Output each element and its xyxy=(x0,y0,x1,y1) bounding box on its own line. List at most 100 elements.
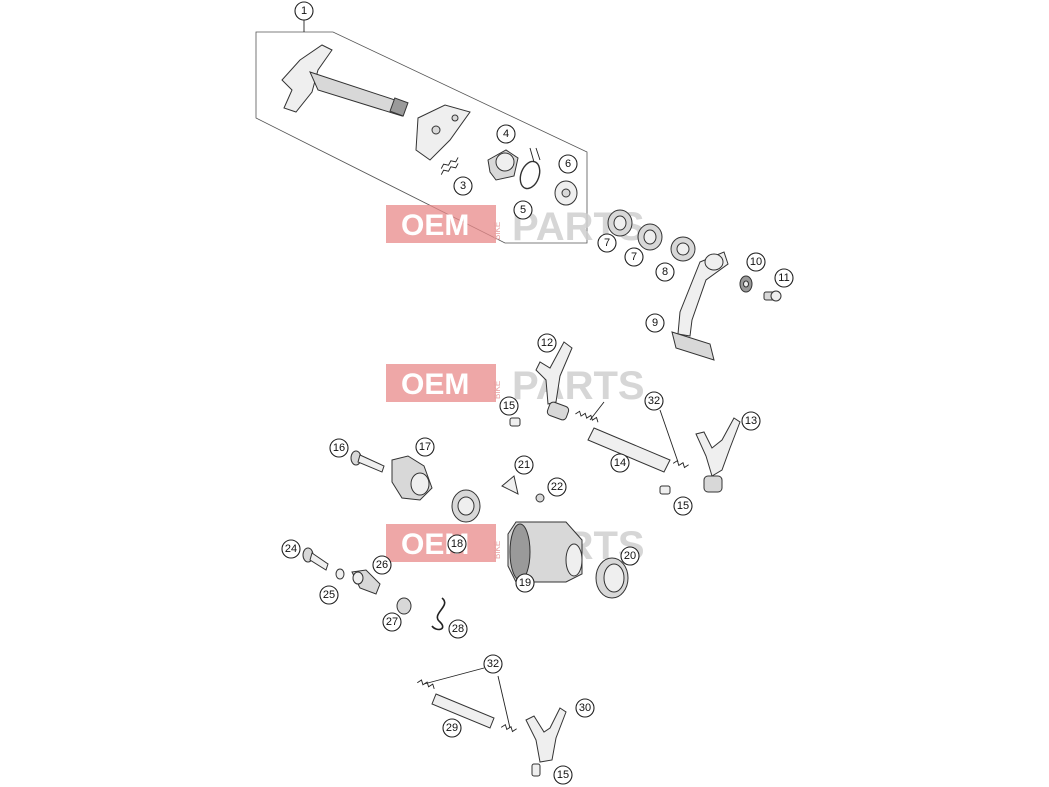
svg-text:25: 25 xyxy=(323,589,335,601)
callout-3: 3 xyxy=(453,176,473,196)
callouts: 1 3 4 5 6 7 7 8 9 10 11 12 13 14 15 15 1… xyxy=(281,1,794,785)
part-shift-star-17 xyxy=(391,455,433,501)
svg-text:11: 11 xyxy=(778,272,789,284)
svg-text:22: 22 xyxy=(551,481,563,493)
callout-13: 13 xyxy=(741,411,761,431)
part-shift-fork-13 xyxy=(695,417,741,493)
svg-text:10: 10 xyxy=(750,256,762,268)
callout-17: 17 xyxy=(415,437,435,457)
part-washer-25 xyxy=(335,568,345,580)
part-rail-14 xyxy=(587,427,671,473)
part-bushing-7a xyxy=(607,209,633,237)
callout-21: 21 xyxy=(514,455,534,475)
callout-16: 16 xyxy=(329,438,349,458)
part-shift-fork-12 xyxy=(535,341,573,421)
callout-4: 4 xyxy=(496,124,516,144)
watermark-bike-text: BIKE xyxy=(493,541,502,559)
part-pin-15a xyxy=(509,417,521,427)
callout-7a: 7 xyxy=(597,233,617,253)
part-roller-27 xyxy=(396,597,412,615)
callout-1: 1 xyxy=(294,1,314,21)
callout-8: 8 xyxy=(655,262,675,282)
callout-11: 11 xyxy=(774,268,794,288)
callout-26: 26 xyxy=(372,555,392,575)
svg-text:27: 27 xyxy=(386,616,398,628)
part-washer-6 xyxy=(554,180,578,206)
svg-text:28: 28 xyxy=(452,623,464,635)
part-bearing-20 xyxy=(595,557,629,599)
callout-19: 19 xyxy=(515,573,535,593)
svg-text:7: 7 xyxy=(604,237,610,249)
svg-text:7: 7 xyxy=(631,251,637,263)
svg-text:24: 24 xyxy=(285,543,297,555)
svg-text:18: 18 xyxy=(451,538,463,550)
part-spring-32a xyxy=(575,410,599,423)
svg-text:16: 16 xyxy=(333,442,345,454)
callout-32a: 32 xyxy=(644,391,664,411)
part-shift-shaft xyxy=(281,44,471,161)
callout-18: 18 xyxy=(447,534,467,554)
leader-lines xyxy=(423,401,679,729)
svg-text:9: 9 xyxy=(652,317,658,329)
svg-text:12: 12 xyxy=(541,337,553,349)
callout-5: 5 xyxy=(513,200,533,220)
watermark-middle: OEM BIKE PARTS xyxy=(386,364,645,408)
watermark-bike-text: BIKE xyxy=(493,222,502,240)
callout-29: 29 xyxy=(442,718,462,738)
callout-27: 27 xyxy=(382,612,402,632)
part-spring-28 xyxy=(431,597,446,631)
part-spring-32c xyxy=(417,679,435,689)
part-pin-15c xyxy=(531,763,541,777)
callout-12: 12 xyxy=(537,333,557,353)
watermark-oem-text: OEM xyxy=(401,368,469,401)
svg-text:29: 29 xyxy=(446,722,458,734)
part-pin-15b xyxy=(659,485,671,495)
svg-text:8: 8 xyxy=(662,266,668,278)
part-bushing-7b xyxy=(637,223,663,251)
svg-text:19: 19 xyxy=(519,577,531,589)
part-bolt-11 xyxy=(763,290,782,302)
callout-15a: 15 xyxy=(499,396,519,416)
callout-28: 28 xyxy=(448,619,468,639)
callout-22: 22 xyxy=(547,477,567,497)
callout-25: 25 xyxy=(319,585,339,605)
svg-text:14: 14 xyxy=(614,457,626,469)
part-shift-drum-19 xyxy=(507,521,583,583)
watermark-bike-text: BIKE xyxy=(493,381,502,399)
callout-6: 6 xyxy=(558,154,578,174)
callout-15c: 15 xyxy=(553,765,573,785)
part-plate-21 xyxy=(501,475,519,495)
part-bearing-18 xyxy=(451,489,481,523)
part-spring-32b xyxy=(672,459,689,469)
part-rail-29 xyxy=(431,693,495,729)
svg-text:3: 3 xyxy=(460,180,466,192)
part-lever-4 xyxy=(487,149,519,181)
svg-text:32: 32 xyxy=(648,395,660,407)
part-washer-10 xyxy=(739,275,753,293)
callout-9: 9 xyxy=(645,313,665,333)
part-spring-32d xyxy=(500,723,517,733)
part-lever-26 xyxy=(351,569,381,595)
callout-30: 30 xyxy=(575,698,595,718)
svg-text:21: 21 xyxy=(518,459,530,471)
svg-text:32: 32 xyxy=(487,658,499,670)
callout-32b: 32 xyxy=(483,654,503,674)
svg-text:20: 20 xyxy=(624,550,636,562)
callout-15b: 15 xyxy=(673,496,693,516)
assembly-1-frame xyxy=(255,19,588,244)
part-clip-5 xyxy=(519,147,541,190)
callout-14: 14 xyxy=(610,453,630,473)
svg-text:15: 15 xyxy=(677,500,689,512)
svg-text:13: 13 xyxy=(745,415,757,427)
svg-text:5: 5 xyxy=(520,204,526,216)
part-bolt-16 xyxy=(350,450,385,473)
svg-text:15: 15 xyxy=(503,400,515,412)
svg-text:1: 1 xyxy=(301,5,307,17)
svg-text:4: 4 xyxy=(503,128,509,140)
watermark-parts-text: PARTS xyxy=(512,364,645,408)
part-bolt-24 xyxy=(302,547,329,571)
callout-10: 10 xyxy=(746,252,766,272)
watermark-oem-text: OEM xyxy=(401,209,469,242)
svg-text:15: 15 xyxy=(557,769,569,781)
part-screw-22 xyxy=(535,493,545,503)
